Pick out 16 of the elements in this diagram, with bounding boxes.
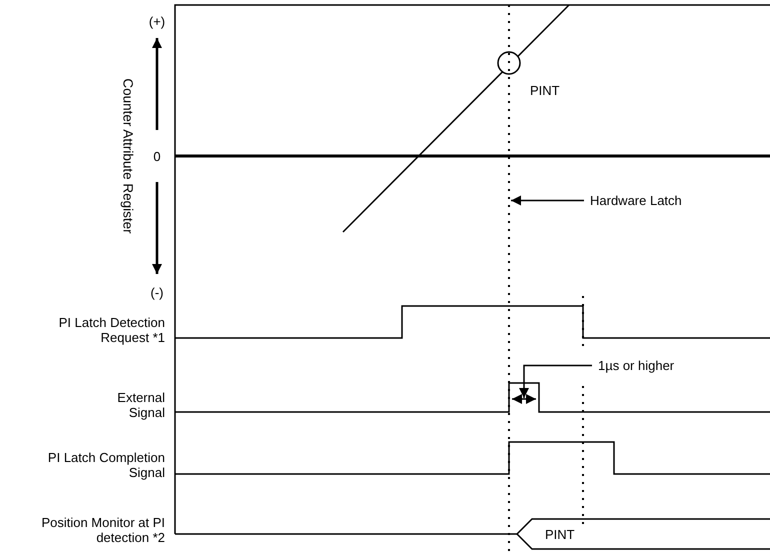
leader-arrow (511, 196, 584, 206)
signal-name: Position Monitor at PI detection *2 (40, 515, 165, 545)
callout-text: Hardware Latch (590, 193, 682, 208)
axis-label: 0 (152, 149, 162, 164)
signal-name: PI Latch Completion Signal (46, 450, 165, 480)
leader-arrow (519, 364, 592, 398)
signal-name: PI Latch Detection Request *1 (58, 315, 165, 345)
axis-label: (-) (150, 285, 164, 300)
callout-text: 1µs or higher (598, 358, 674, 373)
signal-name: External Signal (116, 390, 165, 420)
bus-value: PINT (545, 527, 575, 542)
axis-label: (+) (148, 14, 166, 29)
axis-title: Counter Attribute Register (120, 78, 136, 234)
dimension-line (512, 394, 536, 404)
point-label: PINT (530, 83, 560, 98)
dotted-line (508, 5, 510, 552)
